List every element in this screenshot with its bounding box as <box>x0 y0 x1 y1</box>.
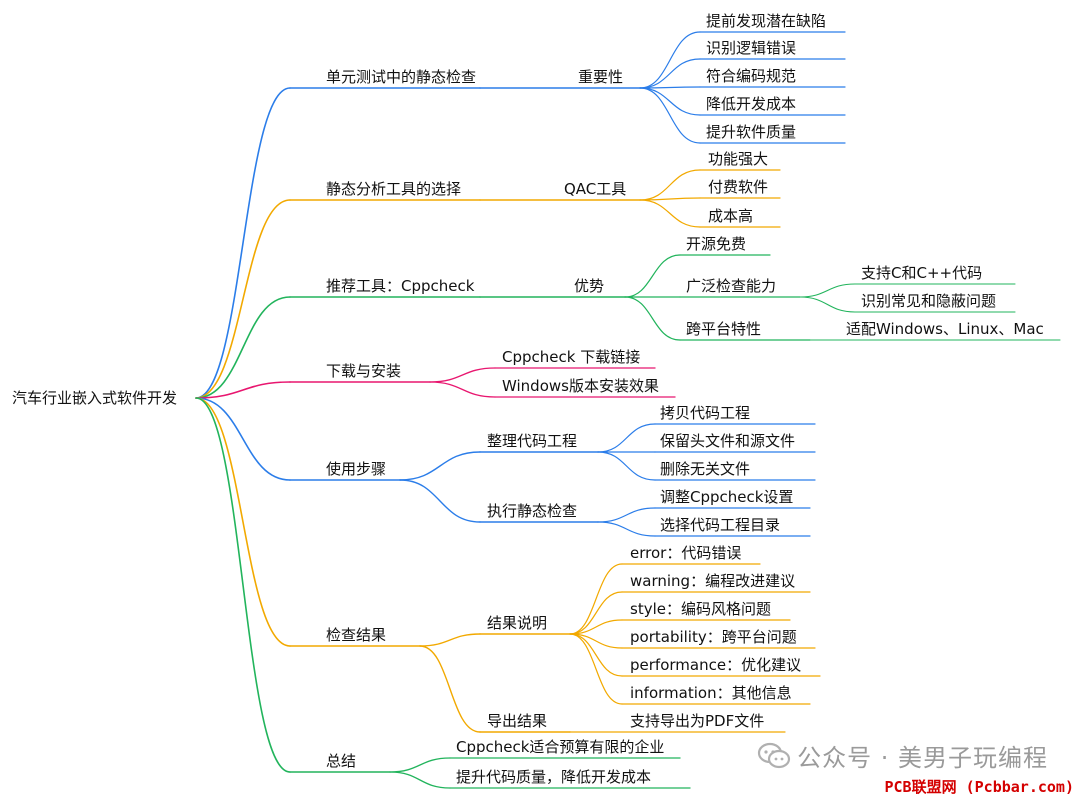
branch-label: 静态分析工具的选择 <box>326 180 461 198</box>
sub-label: 执行静态检查 <box>487 502 577 520</box>
leaf-label: Cppcheck适合预算有限的企业 <box>456 738 664 756</box>
sub-label: 重要性 <box>578 68 623 86</box>
leaf-label: 降低开发成本 <box>706 95 796 113</box>
leaf-connector <box>569 563 623 635</box>
leaf-label: 提升软件质量 <box>706 123 796 141</box>
branch-connector <box>195 199 291 399</box>
sub-label: 优势 <box>574 277 604 295</box>
branch-connector <box>195 397 291 481</box>
branch-connector <box>195 296 291 399</box>
sub-label: 导出结果 <box>487 712 547 730</box>
leaf-label: 成本高 <box>708 207 753 225</box>
leaf-connector <box>597 451 656 481</box>
leaf-label: 支持导出为PDF文件 <box>630 712 764 730</box>
footer-tag: PCB联盟网 (Pcbbar.com) <box>880 775 1078 798</box>
leaf-label: 提升代码质量，降低开发成本 <box>456 768 651 786</box>
branch-label: 检查结果 <box>326 626 386 644</box>
leaf-label: 功能强大 <box>708 150 768 168</box>
sub-label: 整理代码工程 <box>487 432 577 450</box>
item-label: 跨平台特性 <box>686 320 761 338</box>
leaf-connector <box>639 31 701 89</box>
leaf-label: 调整Cppcheck设置 <box>660 488 793 506</box>
leaf-label: performance：优化建议 <box>630 656 801 674</box>
sub-connector <box>399 479 481 523</box>
leaf-label: style：编码风格问题 <box>630 600 771 618</box>
leaf-connector <box>597 521 656 537</box>
leaf-connector <box>569 619 623 635</box>
root-node: 汽车行业嵌入式软件开发 <box>12 389 177 407</box>
sub-connector <box>419 633 481 647</box>
leaf-label: 付费软件 <box>708 178 768 196</box>
leaf-connector <box>389 771 451 789</box>
sub-label: QAC工具 <box>564 180 626 198</box>
branch-connector <box>195 87 291 399</box>
watermark: 公众号 · 美男子玩编程 <box>757 738 1048 773</box>
leaf-label: 适配Windows、Linux、Mac <box>846 320 1044 338</box>
branch-connector <box>195 397 291 773</box>
branch-label: 推荐工具：Cppcheck <box>326 277 475 295</box>
item-connector <box>624 254 681 298</box>
watermark-text: 公众号 · 美男子玩编程 <box>797 744 1048 772</box>
leaf-connector <box>569 633 623 705</box>
leaf-label: Windows版本安装效果 <box>502 377 659 395</box>
leaf-label: 支持C和C++代码 <box>861 264 982 282</box>
leaf-connector <box>569 633 623 677</box>
branch-label: 总结 <box>326 752 356 770</box>
item-label: 开源免费 <box>686 235 746 253</box>
leaf-connector <box>597 423 656 453</box>
leaf-connector <box>597 507 656 523</box>
branch-label: 使用步骤 <box>326 460 386 478</box>
leaf-label: information：其他信息 <box>630 684 792 702</box>
leaf-label: 选择代码工程目录 <box>660 516 780 534</box>
wechat-icon <box>758 742 791 768</box>
item-label: 广泛检查能力 <box>686 277 776 295</box>
item-connector <box>624 296 681 341</box>
leaf-label: warning：编程改进建议 <box>630 572 795 590</box>
leaf-connector <box>639 87 701 116</box>
leaf-connector <box>569 591 623 635</box>
leaf-connector <box>429 367 496 383</box>
leaf-label: error：代码错误 <box>630 544 741 562</box>
sub-label: 结果说明 <box>487 614 547 632</box>
leaf-label: 符合编码规范 <box>706 67 796 85</box>
leaf-connector <box>799 283 856 298</box>
leaf-connector <box>389 757 451 773</box>
leaf-label: 拷贝代码工程 <box>660 404 750 422</box>
branch-label: 下载与安装 <box>326 362 401 380</box>
leaf-connector <box>639 199 701 228</box>
leaf-connector <box>799 296 856 313</box>
leaf-connector <box>639 87 701 144</box>
leaf-label: 提前发现潜在缺陷 <box>706 12 826 30</box>
leaf-label: 识别常见和隐蔽问题 <box>861 292 996 310</box>
leaf-label: 删除无关文件 <box>660 460 750 478</box>
branch-connector <box>195 381 291 399</box>
leaf-label: 识别逻辑错误 <box>706 39 796 57</box>
leaf-connector <box>429 381 496 398</box>
branch-connector <box>195 397 291 647</box>
sub-connector <box>419 645 481 733</box>
branch-label: 单元测试中的静态检查 <box>326 68 476 86</box>
sub-connector <box>399 451 481 481</box>
leaf-label: portability：跨平台问题 <box>630 628 797 646</box>
leaf-label: Cppcheck 下载链接 <box>502 348 640 366</box>
leaf-connector <box>639 169 701 201</box>
leaf-connector <box>639 58 701 89</box>
leaf-label: 保留头文件和源文件 <box>660 432 795 450</box>
